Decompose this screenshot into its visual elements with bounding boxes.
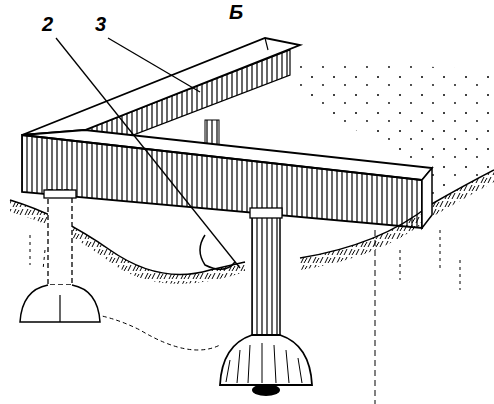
view-letter: Б: [229, 2, 243, 22]
callout-number: 2: [42, 14, 53, 34]
callout-number: 3: [95, 14, 106, 34]
